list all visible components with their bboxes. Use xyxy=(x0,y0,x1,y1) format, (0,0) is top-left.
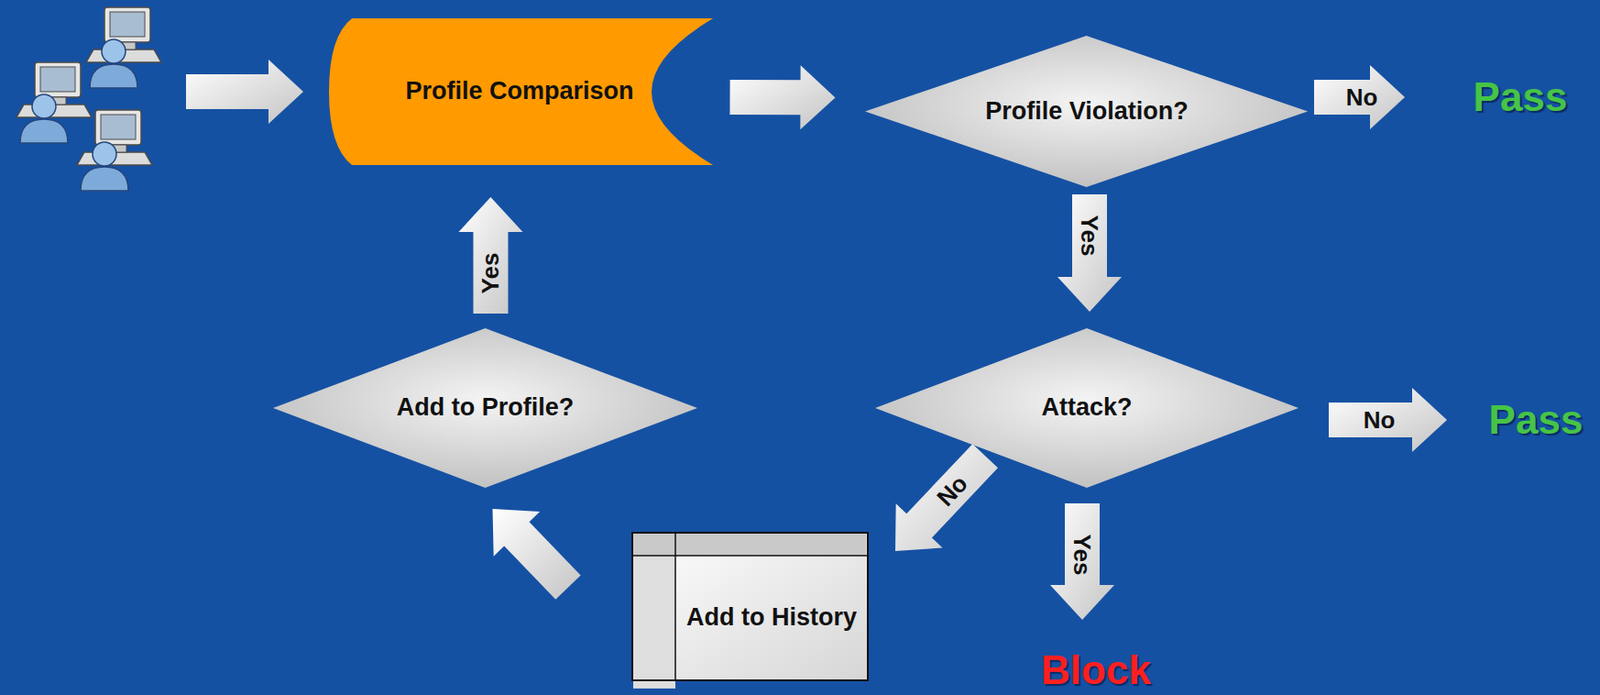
node-label: Profile Comparison xyxy=(405,76,634,106)
process-fill xyxy=(328,18,713,165)
user-computer-icon xyxy=(86,7,162,88)
branch-label: Yes xyxy=(478,252,503,294)
outcome-pass: Pass xyxy=(1489,399,1584,440)
node-label: Add to Profile? xyxy=(396,393,574,422)
block-arrow-connector xyxy=(1057,194,1122,312)
decision-diamond: Add to Profile? xyxy=(273,328,698,488)
branch-label: No xyxy=(1346,85,1379,110)
node-text-group: Add to History xyxy=(632,532,868,680)
node-text-group: Profile Comparison xyxy=(328,18,713,165)
decision-diamond: Profile Violation? xyxy=(865,35,1308,187)
diamond-fill xyxy=(875,328,1299,488)
node-text-group: Attack? xyxy=(875,328,1299,488)
node-label: Add to History xyxy=(686,602,857,632)
diamond-fill xyxy=(865,35,1308,187)
outcome-block: Block xyxy=(1041,649,1151,691)
table-column xyxy=(633,555,676,689)
block-arrow xyxy=(1050,503,1115,620)
node-label: Profile Violation? xyxy=(985,97,1189,126)
branch-label: No xyxy=(1363,407,1396,432)
decision-diamond: Attack? xyxy=(875,328,1299,488)
branch-label: Yes xyxy=(1077,215,1102,257)
user-computer-icon xyxy=(76,109,153,191)
table-header xyxy=(633,533,866,556)
node-label: Attack? xyxy=(1041,393,1132,422)
process-shape: Profile Comparison xyxy=(328,18,713,165)
block-arrow-connector xyxy=(458,197,523,314)
user-computer-icon xyxy=(16,62,92,143)
block-arrow xyxy=(1328,387,1447,452)
outcome-pass: Pass xyxy=(1473,76,1568,118)
branch-label: Yes xyxy=(1070,534,1095,576)
block-arrow-connector xyxy=(895,443,998,551)
block-arrow xyxy=(186,59,304,124)
diamond-fill xyxy=(273,328,698,488)
block-arrow xyxy=(1314,65,1405,130)
table-border xyxy=(632,532,868,680)
history-table-box: Add to History xyxy=(632,532,868,680)
node-text-group: Add to Profile? xyxy=(273,328,698,488)
block-arrow-connector xyxy=(493,508,581,600)
block-arrow-connector xyxy=(729,65,835,130)
table-rule xyxy=(674,532,677,680)
table-rule xyxy=(632,554,868,557)
node-text-group: Profile Violation? xyxy=(865,35,1308,187)
